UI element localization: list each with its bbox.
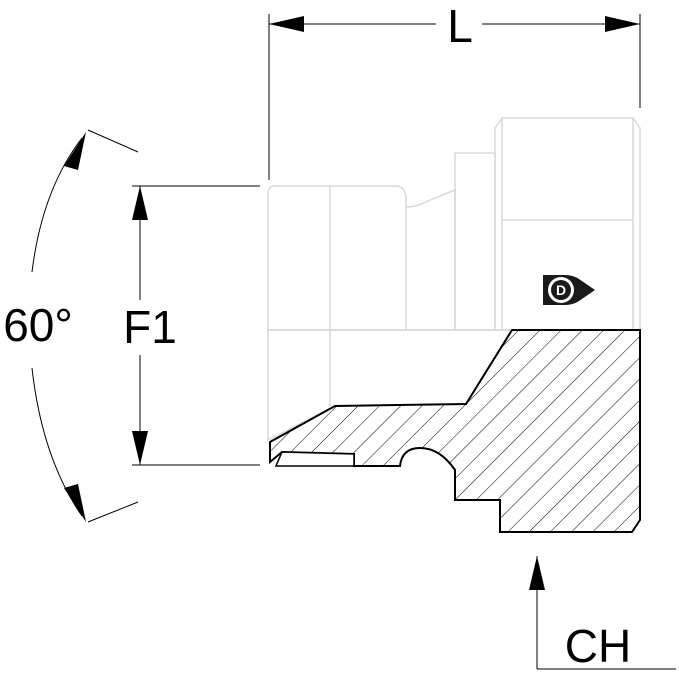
fitting-sealing-lip (274, 451, 355, 467)
hex-arrow-icon (529, 556, 545, 590)
thread-arrow-top-icon (132, 186, 148, 220)
fitting-nose-upper (267, 185, 456, 331)
angle-dimension: 60° (3, 129, 139, 523)
angle-arrow-top-icon (64, 132, 86, 170)
angle-extension-line-bottom (87, 501, 139, 523)
length-label: L (447, 0, 473, 52)
angle-label: 60° (3, 299, 73, 351)
dunlop-d-logo-icon: D (543, 275, 595, 305)
fitting-collar-upper (454, 152, 496, 331)
fitting-upper-half (267, 117, 641, 331)
thread-arrow-bottom-icon (132, 431, 148, 465)
length-arrow-left-icon (269, 16, 304, 32)
angle-extension-line-top (87, 129, 139, 153)
angle-arc-top (31, 137, 83, 273)
thread-dimension: F1 (123, 185, 260, 466)
logo-letter: D (556, 282, 566, 298)
length-arrow-right-icon (605, 16, 640, 32)
thread-label: F1 (123, 301, 177, 353)
hex-dimension: CH (529, 556, 676, 672)
fitting-section-hatched (269, 329, 641, 533)
angle-arrow-bottom-icon (64, 484, 86, 522)
length-dimension: L (268, 0, 641, 180)
hex-label: CH (565, 620, 631, 672)
